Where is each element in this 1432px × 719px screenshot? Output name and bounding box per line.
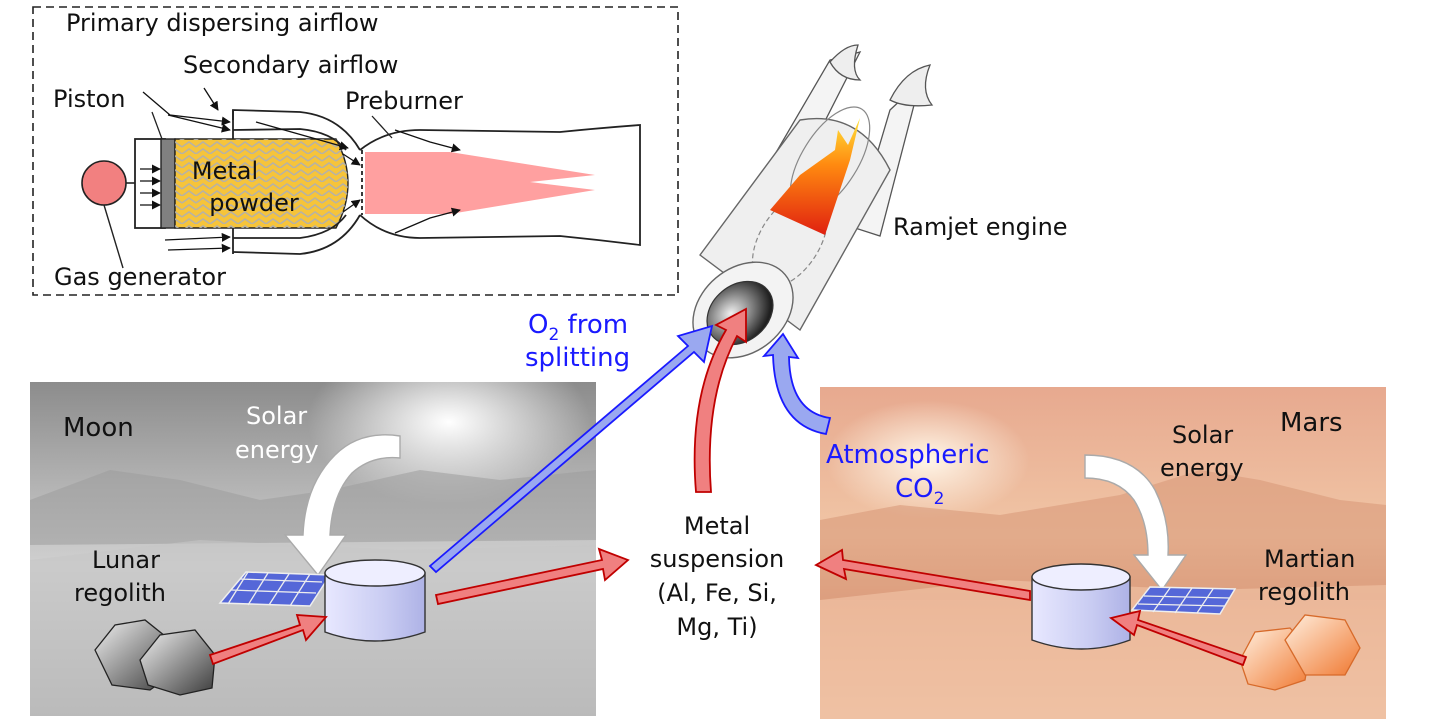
oxygen-label-line1: O2 from (528, 310, 628, 345)
combustion-plume (365, 152, 595, 214)
engine-schematic-inset: Primary dispersing airflow Secondary air… (33, 7, 678, 295)
gas-generator-leader (104, 205, 123, 268)
moon-title: Moon (63, 413, 134, 443)
metal-powder-label-1: Metal (192, 157, 258, 185)
co2-label-line1: Atmospheric (826, 440, 990, 470)
suspension-label-4: Mg, Ti) (676, 613, 757, 641)
mars-solar-panel (1132, 587, 1235, 614)
martian-regolith-label-1: Martian (1264, 545, 1355, 573)
mars-panel: Mars Solar energy Martian regolith (820, 387, 1386, 719)
mars-processor-cylinder (1032, 564, 1130, 649)
moon-panel: Moon Solar energy Lunar regolith (30, 382, 596, 716)
preburner-label: Preburner (345, 87, 463, 115)
mars-title: Mars (1280, 408, 1343, 438)
gas-generator-ball (82, 161, 126, 205)
mars-solar-label-1: Solar (1172, 421, 1233, 449)
piston (161, 139, 175, 228)
moon-solar-label-2: energy (235, 436, 319, 464)
ramjet-engine-label: Ramjet engine (893, 213, 1068, 241)
moon-solar-label-1: Solar (246, 402, 307, 430)
lunar-regolith-label-2: regolith (74, 579, 166, 607)
oxygen-label-line2: splitting (525, 343, 630, 373)
gas-generator-label: Gas generator (54, 263, 226, 291)
primary-airflow-label: Primary dispersing airflow (66, 9, 379, 37)
moon-processor-cylinder (325, 560, 425, 641)
piston-label: Piston (53, 85, 125, 113)
secondary-airflow-label: Secondary airflow (183, 51, 398, 79)
mars-solar-label-2: energy (1160, 454, 1244, 482)
co2-arrow (764, 334, 830, 434)
suspension-label-2: suspension (650, 545, 785, 573)
suspension-label-1: Metal (684, 512, 750, 540)
suspension-label-3: (Al, Fe, Si, (657, 579, 777, 607)
martian-regolith-label-2: regolith (1258, 578, 1350, 606)
metal-powder-label-2: powder (209, 189, 299, 217)
lunar-regolith-label-1: Lunar (92, 546, 160, 574)
